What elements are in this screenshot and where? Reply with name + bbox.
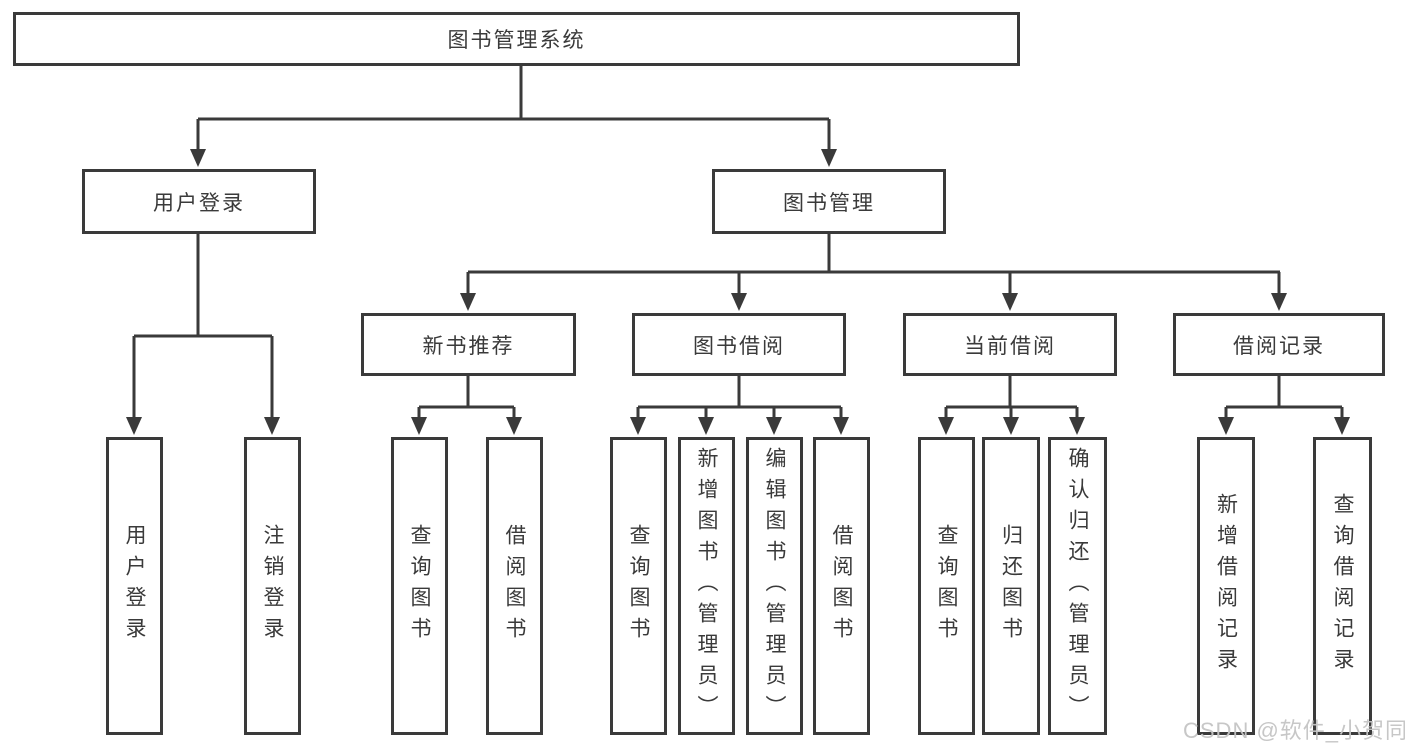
leaf-bb-query-books: 查询图书 (610, 437, 667, 735)
leaf-cb-return-books-label: 归还图书 (999, 524, 1023, 648)
leaf-nb-query-books-label: 查询图书 (408, 524, 431, 648)
leaf-cb-query-books: 查询图书 (918, 437, 975, 735)
arrowheads (126, 149, 1350, 435)
leaf-cb-confirm-return-admin: 确认归还（管理员） (1048, 437, 1107, 735)
node-new-book-recommendation: 新书推荐 (361, 313, 576, 376)
node-borrowing-records: 借阅记录 (1173, 313, 1385, 376)
leaf-br-query-record: 查询借阅记录 (1313, 437, 1372, 735)
leaf-bb-borrow-books: 借阅图书 (813, 437, 870, 735)
leaf-bb-add-books-admin: 新增图书（管理员） (678, 437, 735, 735)
leaf-nb-query-books: 查询图书 (391, 437, 448, 735)
leaf-bb-edit-books-admin: 编辑图书（管理员） (746, 437, 803, 735)
leaf-bb-borrow-books-label: 借阅图书 (830, 524, 853, 648)
leaf-logout-label: 注销登录 (261, 524, 284, 648)
leaf-bb-add-books-admin-label: 新增图书（管理员） (695, 446, 718, 726)
node-root-label: 图书管理系统 (447, 29, 586, 52)
csdn-watermark: CSDN @软件_小贺同学 (1183, 718, 1405, 743)
node-borrowing-records-label: 借阅记录 (1233, 334, 1325, 358)
node-current-borrowing: 当前借阅 (903, 313, 1117, 376)
leaf-user-login: 用户登录 (106, 437, 163, 735)
node-book-management-label: 图书管理 (783, 191, 875, 215)
node-book-borrowing: 图书借阅 (632, 313, 846, 376)
leaf-cb-confirm-return-admin-label: 确认归还（管理员） (1066, 446, 1089, 726)
leaf-br-add-record: 新增借阅记录 (1197, 437, 1255, 735)
node-current-borrowing-label: 当前借阅 (964, 334, 1056, 358)
leaf-br-query-record-label: 查询借阅记录 (1331, 493, 1354, 679)
node-book-management: 图书管理 (712, 169, 946, 234)
leaf-bb-query-books-label: 查询图书 (627, 524, 650, 648)
leaf-bb-edit-books-admin-label: 编辑图书（管理员） (763, 446, 786, 726)
leaf-user-login-label: 用户登录 (123, 524, 146, 648)
node-user-login-label: 用户登录 (153, 191, 245, 215)
leaf-cb-return-books: 归还图书 (982, 437, 1040, 735)
node-book-borrowing-label: 图书借阅 (693, 334, 785, 358)
leaf-br-add-record-label: 新增借阅记录 (1214, 493, 1238, 679)
leaf-nb-borrow-books: 借阅图书 (486, 437, 543, 735)
node-root: 图书管理系统 (13, 12, 1020, 66)
node-user-login: 用户登录 (82, 169, 316, 234)
leaf-logout: 注销登录 (244, 437, 301, 735)
leaf-nb-borrow-books-label: 借阅图书 (503, 524, 526, 648)
leaf-cb-query-books-label: 查询图书 (935, 524, 958, 648)
node-new-book-recommendation-label: 新书推荐 (422, 334, 515, 358)
